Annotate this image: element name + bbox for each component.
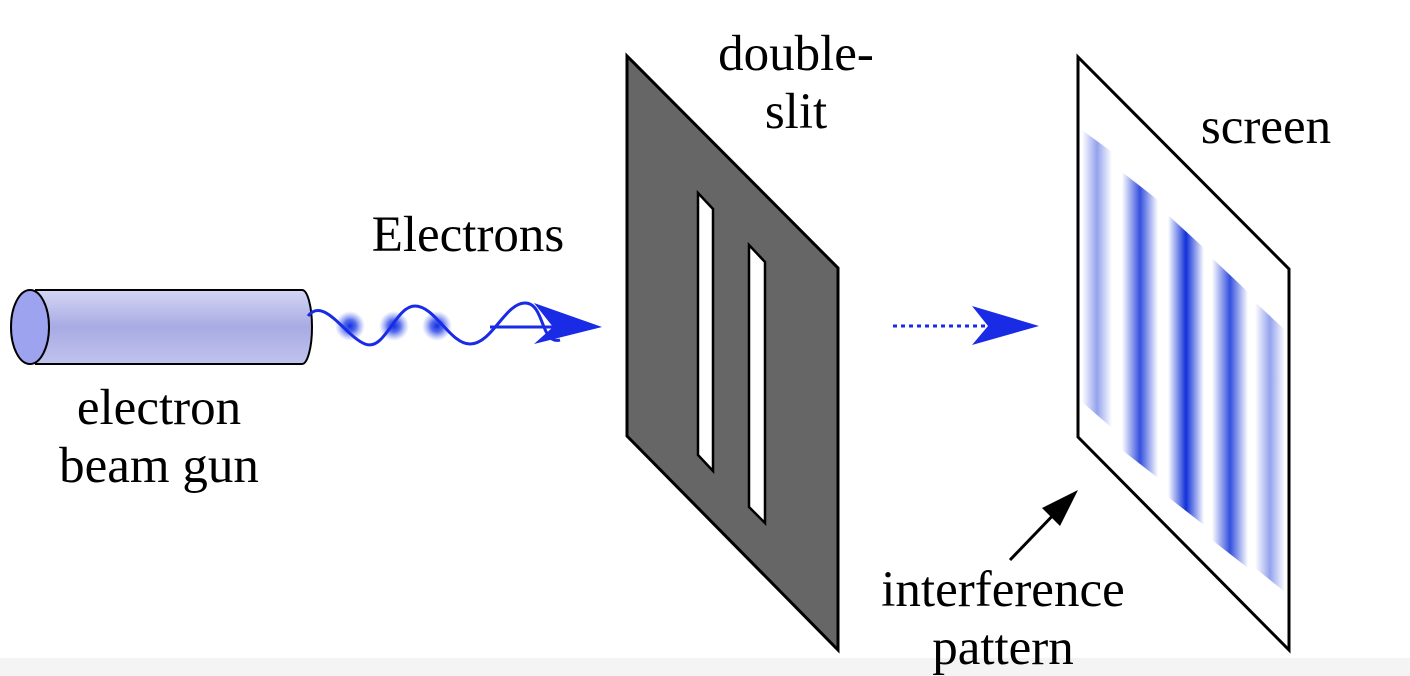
fringe-1 [1082,130,1112,428]
wave-line [306,301,561,347]
interference-fringes [1082,130,1285,592]
label-screen: screen [1201,99,1331,155]
fringe-2 [1122,172,1158,478]
fringe-4 [1212,258,1248,568]
electron-beam-gun [10,289,313,365]
label-pattern-line2: pattern [932,620,1074,676]
electron-dot [335,311,365,341]
label-slit-line2: slit [765,84,827,140]
screen [1076,53,1291,654]
label-gun-line1: electron [77,380,241,436]
fringe-3 [1168,215,1204,525]
electron-wave [306,301,602,347]
barrier-plate [625,52,840,654]
slit-1 [696,189,715,475]
label-electrons: Electrons [372,207,565,263]
pattern-pointer-arrow [1008,490,1078,562]
pointer-head [1042,490,1078,526]
dotted-arrowhead [972,306,1039,345]
label-pattern-line1: interference [881,562,1124,618]
gun-aperture [10,289,50,365]
bottom-bar [0,658,1410,676]
fringe-5 [1255,302,1285,592]
label-gun-line2: beam gun [59,438,259,494]
transmitted-arrow [893,306,1039,345]
wave-arrowhead [534,303,602,344]
label-slit-line1: double- [718,26,874,82]
slit-2 [747,241,767,527]
gun-body [35,289,313,365]
double-slit-barrier [625,52,840,654]
electron-dot [422,311,452,341]
